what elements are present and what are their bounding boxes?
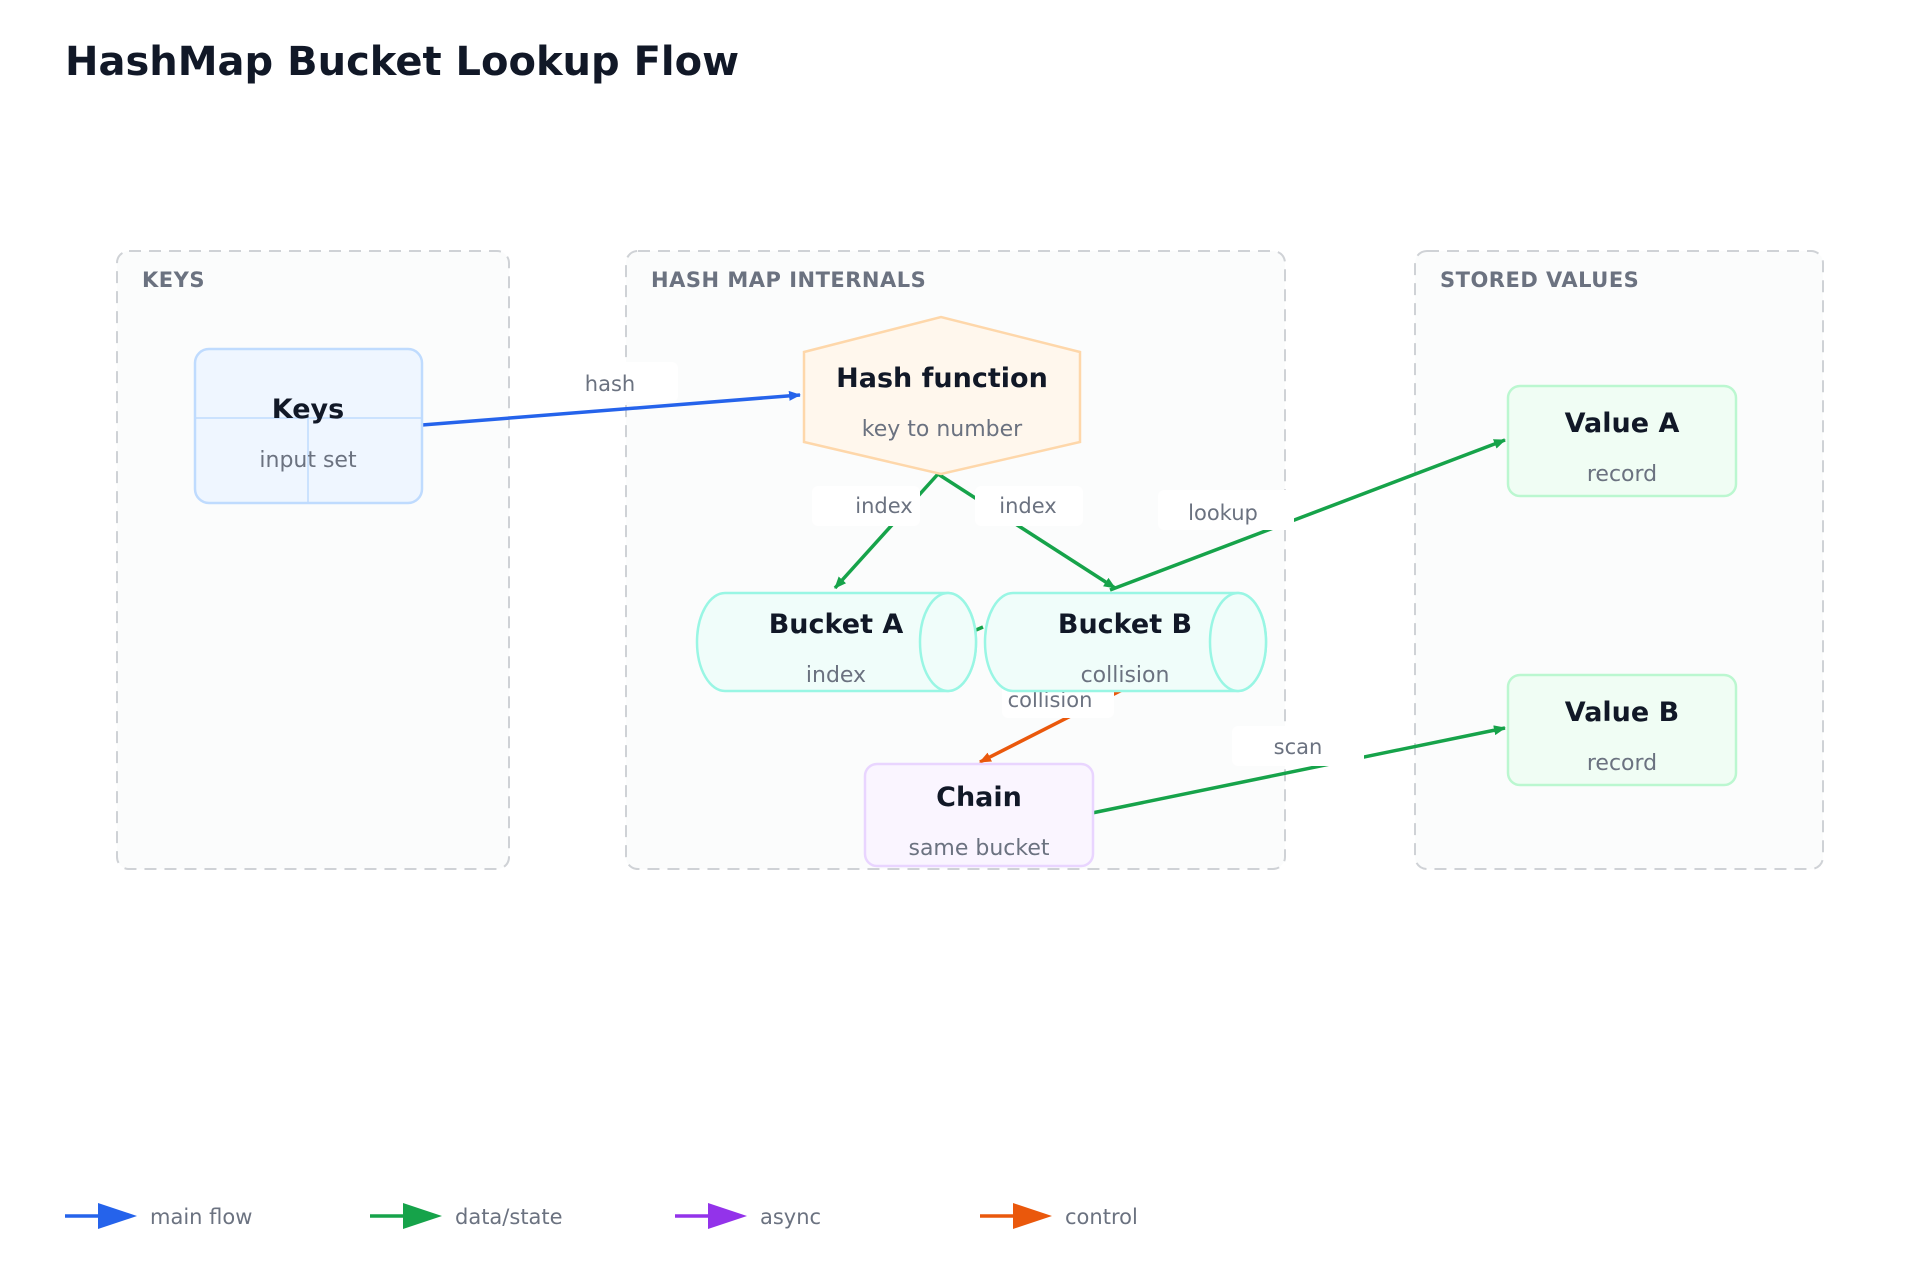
- edge-label-hash: hash: [585, 372, 635, 396]
- legend-arrow-icon: [403, 1203, 442, 1229]
- legend-item-data-state: data/state: [370, 1203, 563, 1229]
- edge-bucket-link: [975, 625, 984, 632]
- node-value-b-title: Value B: [1565, 697, 1679, 728]
- edge-hash: hash: [421, 362, 801, 427]
- group-label-internals: HASH MAP INTERNALS: [651, 268, 926, 292]
- node-value-b[interactable]: Value B record: [1506, 673, 1738, 787]
- group-label-keys: KEYS: [142, 268, 205, 292]
- edge-index-a: index: [812, 472, 940, 590]
- node-chain-title: Chain: [936, 782, 1022, 813]
- edge-label-scan: scan: [1274, 735, 1323, 759]
- edge-scan: scan: [1091, 725, 1506, 815]
- legend-label-data-state: data/state: [455, 1205, 563, 1229]
- node-bucket-b-sub: collision: [1081, 663, 1170, 688]
- edge-label-index-b: index: [999, 494, 1056, 518]
- edge-lookup: lookup: [1109, 438, 1506, 592]
- node-bucket-b[interactable]: Bucket B collision: [983, 591, 1268, 693]
- edge-label-index-a: index: [855, 494, 912, 518]
- node-hash-function-title: Hash function: [836, 363, 1048, 394]
- node-value-a-title: Value A: [1565, 408, 1680, 439]
- legend-item-control: control: [980, 1203, 1138, 1229]
- legend-item-async: async: [675, 1203, 821, 1229]
- legend-label-async: async: [760, 1205, 821, 1229]
- legend-label-control: control: [1065, 1205, 1138, 1229]
- node-keys-title: Keys: [272, 394, 344, 425]
- node-value-a-sub: record: [1587, 462, 1657, 487]
- group-keys: KEYS: [116, 250, 510, 870]
- node-bucket-b-title: Bucket B: [1058, 609, 1192, 640]
- node-bucket-a-title: Bucket A: [769, 609, 904, 640]
- page-title: HashMap Bucket Lookup Flow: [65, 39, 739, 85]
- legend-arrow-icon: [98, 1203, 137, 1229]
- node-bucket-a-sub: index: [806, 663, 866, 688]
- node-hash-function[interactable]: Hash function key to number: [802, 315, 1082, 476]
- node-hash-function-sub: key to number: [862, 417, 1023, 442]
- legend: main flow data/state async control: [65, 1203, 1138, 1229]
- legend-arrow-icon: [1013, 1203, 1052, 1229]
- node-keys-sub: input set: [259, 448, 357, 473]
- node-chain[interactable]: Chain same bucket: [863, 762, 1095, 868]
- node-value-a[interactable]: Value A record: [1506, 384, 1738, 498]
- legend-label-main-flow: main flow: [150, 1205, 252, 1229]
- node-chain-sub: same bucket: [908, 836, 1049, 861]
- group-hash-map-internals: HASH MAP INTERNALS: [625, 250, 1286, 870]
- edge-label-lookup: lookup: [1188, 501, 1258, 525]
- legend-arrow-icon: [708, 1203, 747, 1229]
- node-keys[interactable]: Keys input set: [193, 347, 424, 505]
- node-bucket-a[interactable]: Bucket A index: [695, 591, 978, 693]
- legend-item-main-flow: main flow: [65, 1203, 252, 1229]
- group-label-values: STORED VALUES: [1440, 268, 1639, 292]
- edge-index-b: index: [937, 472, 1116, 590]
- node-value-b-sub: record: [1587, 751, 1657, 776]
